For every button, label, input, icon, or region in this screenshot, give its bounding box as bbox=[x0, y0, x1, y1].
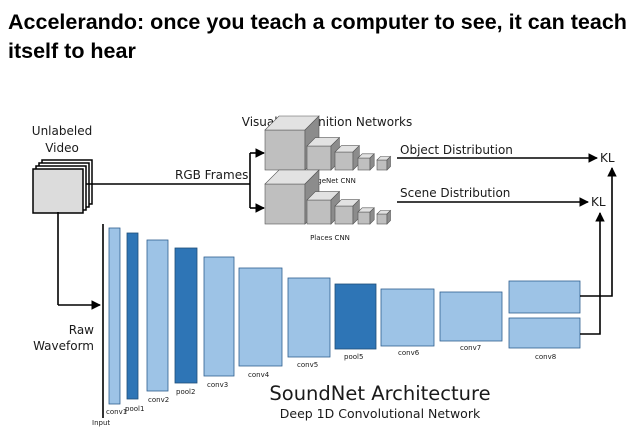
cnn-cube-side bbox=[386, 209, 391, 225]
cnn-cube-side bbox=[386, 155, 391, 171]
layer-label-pool5: pool5 bbox=[344, 353, 363, 361]
networks-title: Visual Recognition Networks bbox=[242, 115, 412, 129]
layer-label-conv1: conv1 bbox=[106, 408, 127, 416]
kl-top-label: KL bbox=[600, 151, 615, 165]
layer-label-pool2: pool2 bbox=[176, 388, 195, 396]
layer-conv8-bottom bbox=[508, 317, 581, 349]
layer-label-input: Input bbox=[92, 419, 110, 427]
layer-conv5 bbox=[287, 277, 331, 358]
cnn-cube-side bbox=[369, 207, 375, 225]
layer-conv3 bbox=[203, 256, 235, 377]
layer-conv2 bbox=[146, 239, 169, 392]
rgb-frames-label: RGB Frames bbox=[175, 168, 248, 182]
places-cnn-label: Places CNN bbox=[310, 234, 350, 242]
cnn-cube-front bbox=[306, 199, 332, 225]
layer-pool5 bbox=[334, 283, 377, 350]
architecture-subtitle: Deep 1D Convolutional Network bbox=[280, 406, 481, 421]
layer-label-conv5: conv5 bbox=[297, 361, 318, 369]
video-label-line1: Unlabeled bbox=[32, 124, 92, 138]
cnn-cube-front bbox=[264, 183, 306, 225]
layer-pool2 bbox=[174, 247, 198, 384]
scene-distribution-label: Scene Distribution bbox=[400, 186, 510, 200]
layer-label-conv3: conv3 bbox=[207, 381, 228, 389]
cnn-cube-front bbox=[357, 157, 371, 171]
layer-label-conv2: conv2 bbox=[148, 396, 169, 404]
video-label-line2: Video bbox=[45, 141, 79, 155]
layer-conv1 bbox=[108, 227, 121, 405]
layer-conv4 bbox=[238, 267, 283, 367]
kl-bottom-label: KL bbox=[591, 195, 606, 209]
places-cnn-icon bbox=[264, 169, 392, 225]
conv8-to-kl-top-arrow bbox=[580, 167, 617, 297]
cnn-cube-side bbox=[369, 153, 375, 171]
layer-label-conv7: conv7 bbox=[460, 344, 481, 352]
raw-waveform-line2: Waveform bbox=[33, 339, 94, 353]
imagenet-cnn-label: ImageNet CNN bbox=[304, 177, 356, 185]
imagenet-cnn-icon bbox=[264, 115, 392, 171]
conv8-to-kl-bottom-arrow bbox=[580, 212, 605, 335]
layer-label-conv8: conv8 bbox=[535, 353, 556, 361]
raw-waveform-line1: Raw bbox=[69, 323, 94, 337]
cnn-cube-front bbox=[264, 129, 306, 171]
slide-title: Accelerando: once you teach a computer t… bbox=[8, 10, 627, 63]
layer-conv6 bbox=[380, 288, 435, 347]
layer-label-conv6: conv6 bbox=[398, 349, 420, 357]
layer-label-pool1: pool1 bbox=[125, 405, 144, 413]
object-distribution-label: Object Distribution bbox=[400, 143, 513, 157]
cnn-cube-front bbox=[376, 159, 388, 171]
layer-label-conv4: conv4 bbox=[248, 371, 270, 379]
cnn-cube-front bbox=[334, 205, 354, 225]
cnn-cube-front bbox=[357, 211, 371, 225]
soundnet-layers bbox=[108, 227, 581, 405]
layer-conv8-top bbox=[508, 280, 581, 314]
architecture-title: SoundNet Architecture bbox=[269, 382, 490, 405]
layer-pool1 bbox=[126, 232, 139, 400]
video-frames-icon bbox=[32, 159, 93, 214]
cnn-cube-front bbox=[334, 151, 354, 171]
layer-conv7 bbox=[439, 291, 503, 342]
cnn-cube-front bbox=[306, 145, 332, 171]
cnn-cube-front bbox=[376, 213, 388, 225]
